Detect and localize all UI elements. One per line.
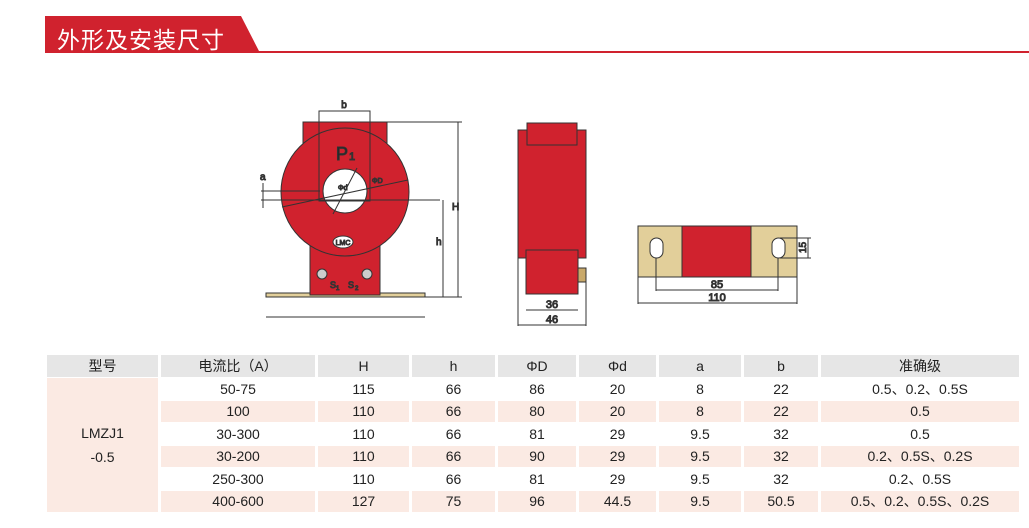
table-cell: 110 — [352, 470, 375, 487]
logo-label: LMC — [336, 240, 351, 247]
table-row: 250-300 110 66 81 29 9.5 32 0.2、0.5S — [47, 468, 1019, 490]
model-line1: LMZJ1 — [81, 425, 124, 441]
table-cell: 9.5 — [690, 425, 710, 442]
spec-table: 型号 电流比（A） H h ΦD Φd a b 准确级 LMZJ1 -0.5 50-… — [44, 354, 1022, 513]
col-phid: Φd — [579, 355, 656, 377]
table-cell: 66 — [412, 445, 495, 467]
col-accuracy: 准确级 — [821, 355, 1019, 377]
h-label: h — [436, 237, 442, 248]
table-cell: 50.5 — [744, 490, 818, 512]
table-cell: 22 — [773, 380, 789, 397]
table-cell: 80 — [498, 400, 576, 422]
bottom-dim-110: 110 — [708, 292, 726, 304]
table-cell: 0.5、0.2、0.5S、0.2S — [821, 490, 1019, 512]
table-row: 30-300 110 66 81 29 9.5 32 0.5 — [47, 423, 1019, 445]
table-cell: 9.5 — [690, 470, 710, 487]
table-cell: 110 — [318, 400, 409, 422]
p1-label: P — [336, 144, 348, 164]
bottom-dim-15: 15 — [798, 241, 809, 253]
bottom-view: 85 110 15 — [637, 225, 811, 305]
table-cell: 29 — [579, 445, 656, 467]
s2-sub: 2 — [355, 286, 359, 292]
s2-label: S — [348, 280, 354, 290]
table-cell: 9.5 — [659, 445, 741, 467]
col-phiD: ΦD — [498, 355, 576, 377]
s1-sub: 1 — [336, 286, 340, 292]
phid-label: Φd — [338, 185, 348, 192]
table-cell: 20 — [609, 380, 626, 397]
model-cell: LMZJ1 -0.5 — [47, 378, 158, 512]
section-title-banner: 外形及安装尺寸 — [45, 16, 260, 53]
front-view: LMC P 1 b a Φd ΦD H h S 1 S 2 — [260, 100, 462, 318]
phiD-label: ΦD — [372, 178, 383, 185]
section-title: 外形及安装尺寸 — [57, 28, 225, 54]
table-cell: 250-300 — [212, 470, 264, 487]
table-cell: 20 — [579, 400, 656, 422]
table-cell: 29 — [609, 470, 626, 487]
table-cell: 66 — [445, 380, 462, 397]
table-cell: 22 — [744, 400, 818, 422]
table-cell: 86 — [529, 380, 545, 397]
table-cell: 115 — [352, 380, 375, 397]
col-model: 型号 — [47, 355, 158, 377]
model-line2: -0.5 — [90, 449, 115, 465]
table-cell: 66 — [445, 470, 462, 487]
col-b: b — [744, 355, 818, 377]
title-rule — [258, 51, 1029, 53]
table-cell: 50-75 — [220, 380, 256, 397]
table-cell: 8 — [696, 380, 704, 397]
table-cell: 66 — [412, 400, 495, 422]
b-label: b — [341, 100, 347, 111]
H-label: H — [452, 202, 459, 213]
table-cell: 29 — [609, 425, 626, 442]
table-cell: 110 — [318, 445, 409, 467]
table-cell: 75 — [412, 490, 495, 512]
a-label: a — [260, 172, 266, 183]
table-cell: 81 — [529, 425, 545, 442]
table-cell: 8 — [659, 400, 741, 422]
table-cell: 0.5 — [821, 400, 1019, 422]
side-dim-46: 46 — [546, 314, 558, 326]
table-cell: 127 — [318, 490, 409, 512]
table-cell: 0.5、0.2、0.5S — [872, 380, 968, 397]
table-header-row: 型号 电流比（A） H h ΦD Φd a b 准确级 — [47, 355, 1019, 377]
s1-label: S — [330, 280, 336, 290]
table-cell: 0.5 — [910, 425, 930, 442]
side-dim-36: 36 — [546, 299, 558, 311]
bottom-dim-85: 85 — [711, 279, 723, 291]
dimension-drawing: LMC P 1 b a Φd ΦD H h S 1 S 2 36 46 85 1… — [260, 100, 811, 327]
table-cell: 9.5 — [659, 490, 741, 512]
table-cell: 32 — [744, 445, 818, 467]
col-h: h — [412, 355, 495, 377]
table-cell: 32 — [773, 470, 789, 487]
table-cell: 30-300 — [216, 425, 260, 442]
table-cell: 0.2、0.5S、0.2S — [821, 445, 1019, 467]
table-cell: 96 — [498, 490, 576, 512]
table-cell: 66 — [445, 425, 462, 442]
table-cell: 81 — [529, 470, 545, 487]
table-cell: 110 — [352, 425, 375, 442]
table-cell: 0.2、0.5S — [888, 470, 952, 487]
side-view: 36 46 — [517, 122, 587, 327]
col-a: a — [659, 355, 741, 377]
table-cell: 32 — [773, 425, 789, 442]
table-cell: 90 — [498, 445, 576, 467]
table-cell: 100 — [161, 400, 315, 422]
table-cell: 30-200 — [161, 445, 315, 467]
table-cell: 400-600 — [161, 490, 315, 512]
col-ratio: 电流比（A） — [161, 355, 315, 377]
p1-sub: 1 — [349, 151, 355, 163]
table-cell: 44.5 — [579, 490, 656, 512]
col-H: H — [318, 355, 409, 377]
